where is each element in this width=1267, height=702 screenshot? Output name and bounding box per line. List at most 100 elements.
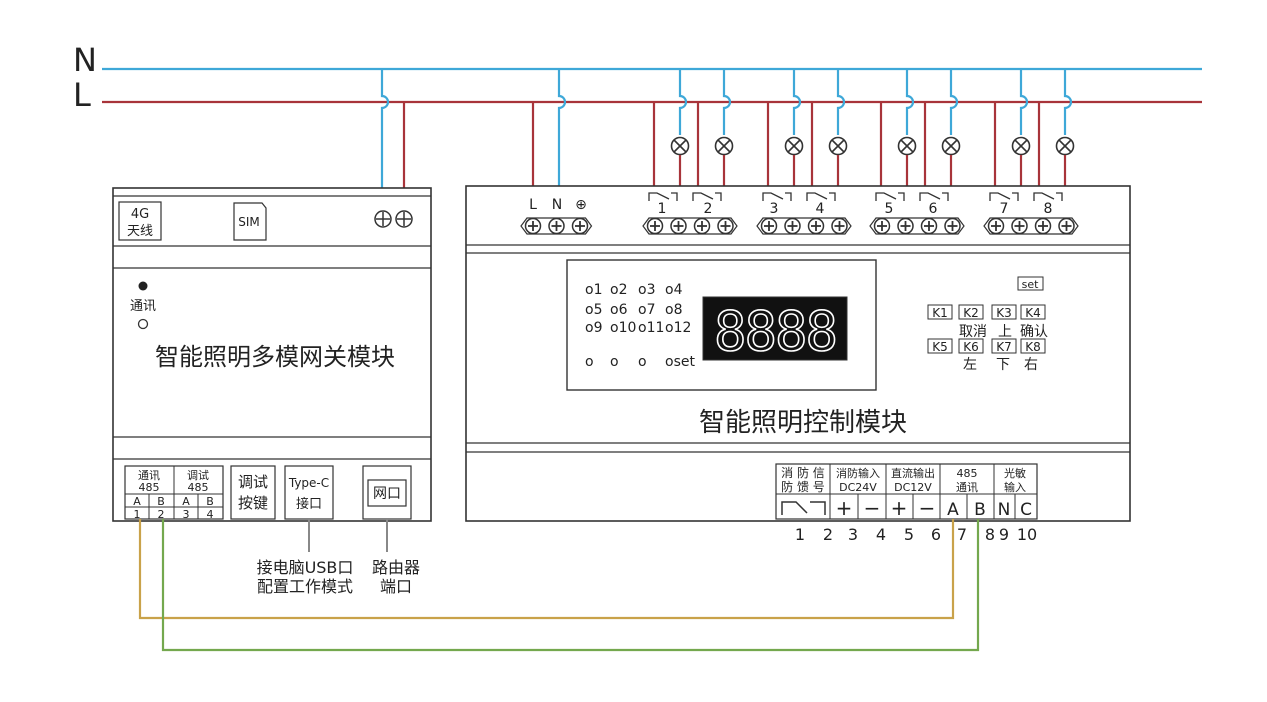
lamp-cross (673, 139, 687, 153)
io-pin-number: 6 (931, 525, 941, 544)
key-6: K6 (958, 338, 984, 354)
lan-label: 网口 (373, 486, 401, 502)
lamp-cross (787, 139, 801, 153)
comm-485-label-bottom: 485 (139, 481, 160, 494)
lamp-n-drop (836, 69, 846, 135)
debug-485-label-bottom: 485 (188, 481, 209, 494)
lamp-icon (1011, 136, 1031, 156)
controller-io-block: 消 防 信 防 馈 号 消防输入 DC24V 直流输出 DC12V 485 通讯… (775, 463, 1038, 520)
lamp-n-drop (905, 69, 915, 135)
controller-terminals (520, 217, 1079, 235)
lamp-n-drop (678, 69, 688, 135)
controller-n-drop (557, 69, 567, 186)
key-label: K4 (1025, 306, 1041, 320)
rs485-wire-a (138, 519, 955, 620)
comm-led-on (138, 281, 148, 291)
terminal-outline (756, 217, 852, 235)
io-symbol: + (891, 496, 908, 520)
lamp-cross (1014, 139, 1028, 153)
relay-number: 4 (816, 201, 825, 217)
io-symbol: − (919, 496, 936, 520)
led-4: o4 (665, 282, 683, 298)
fire-feedback-switch (781, 501, 826, 515)
sim-slot (233, 202, 267, 241)
relay-number: 1 (658, 201, 667, 217)
set-key-label: set (1022, 278, 1039, 291)
pin-letter: B (206, 495, 214, 508)
lamp-cross (1058, 139, 1072, 153)
relay-contact-icon (919, 192, 949, 201)
relay-contact-icon (875, 192, 905, 201)
relay-contacts (648, 192, 1063, 201)
power-drops (380, 69, 1075, 188)
io-pin-numbers: 1 2 3 4 5 6 7 8 9 10 (795, 525, 1037, 544)
relay-number: 3 (770, 201, 779, 217)
io-pin-number: 5 (904, 525, 914, 544)
relay-contact-icon (1033, 192, 1063, 201)
key-box (927, 304, 953, 320)
io-pin-number: 1 (795, 525, 805, 544)
comm-led-off (137, 318, 149, 330)
key-7: K7 (991, 338, 1017, 354)
key-label: K2 (963, 306, 979, 320)
usb-note-line2: 配置工作模式 (257, 577, 353, 596)
relay-number: 7 (1000, 201, 1009, 217)
terminal-n-label: N (552, 197, 562, 213)
led-3: o3 (638, 282, 655, 298)
relay-contact-icon (989, 192, 1019, 201)
led-15: o (638, 354, 647, 370)
relay-number: 5 (885, 201, 894, 217)
key-box (958, 304, 984, 320)
led-set: oset (665, 354, 695, 370)
led-11: o11 (638, 320, 664, 336)
light-sensor-label-top: 光敏 (1004, 466, 1026, 480)
router-note-line1: 路由器 (372, 558, 420, 577)
gateway-title: 智能照明多模网关模块 (155, 343, 395, 371)
led-8: o8 (665, 302, 682, 318)
io-symbol: B (974, 500, 986, 520)
fire-signal-label-bottom: 防 馈 号 (781, 479, 825, 494)
key-box (1020, 338, 1046, 354)
led-indicators: o1 o2 o3 o4 o5 o6 o7 o8 o9 o10 o11 o12 o… (585, 282, 695, 370)
io-pin-number: 10 (1017, 525, 1037, 544)
rs485-label-top: 485 (957, 467, 978, 480)
key-label: K1 (932, 306, 948, 320)
comm-label: 通讯 (130, 299, 156, 314)
set-key-box (1017, 276, 1044, 291)
relay-contact-icon (648, 192, 678, 201)
key-box (1020, 304, 1046, 320)
lamp-icon (784, 136, 804, 156)
io-pin-number: 9 (999, 525, 1009, 544)
lamp-n-drop (792, 69, 802, 135)
lamp-icon (897, 136, 917, 156)
led-7: o7 (638, 302, 655, 318)
key-up-label: 上 (998, 324, 1012, 340)
key-1: K1 (927, 304, 953, 320)
relay-contact-icon (762, 192, 792, 201)
terminal-outline (520, 217, 593, 235)
antenna-label-bottom: 天线 (127, 224, 153, 239)
terminal-l-label: L (529, 197, 537, 213)
relay-contact-icon (806, 192, 836, 201)
lamp-icon (828, 136, 848, 156)
rs485-label-bottom: 通讯 (956, 481, 978, 494)
led-1: o1 (585, 282, 602, 298)
led-6: o6 (610, 302, 628, 318)
key-label: K5 (932, 340, 948, 354)
key-right-label: 右 (1024, 357, 1038, 373)
pin-letter: B (157, 495, 165, 508)
dc-output-label-top: 直流输出 (891, 466, 935, 480)
rs485-wire-b (161, 519, 980, 652)
debug-key-label-bottom: 按键 (238, 494, 268, 512)
io-symbol: − (864, 496, 881, 520)
key-8: K8 (1020, 338, 1046, 354)
pin-number: 3 (183, 508, 190, 521)
usb-note-line1: 接电脑USB口 (257, 558, 354, 577)
lamp-n-drop (722, 69, 732, 135)
io-symbol: + (836, 496, 853, 520)
terminal-earth-label: ⊕ (575, 197, 587, 213)
key-cancel-label: 取消 (959, 324, 987, 340)
lamp-cross (944, 139, 958, 153)
